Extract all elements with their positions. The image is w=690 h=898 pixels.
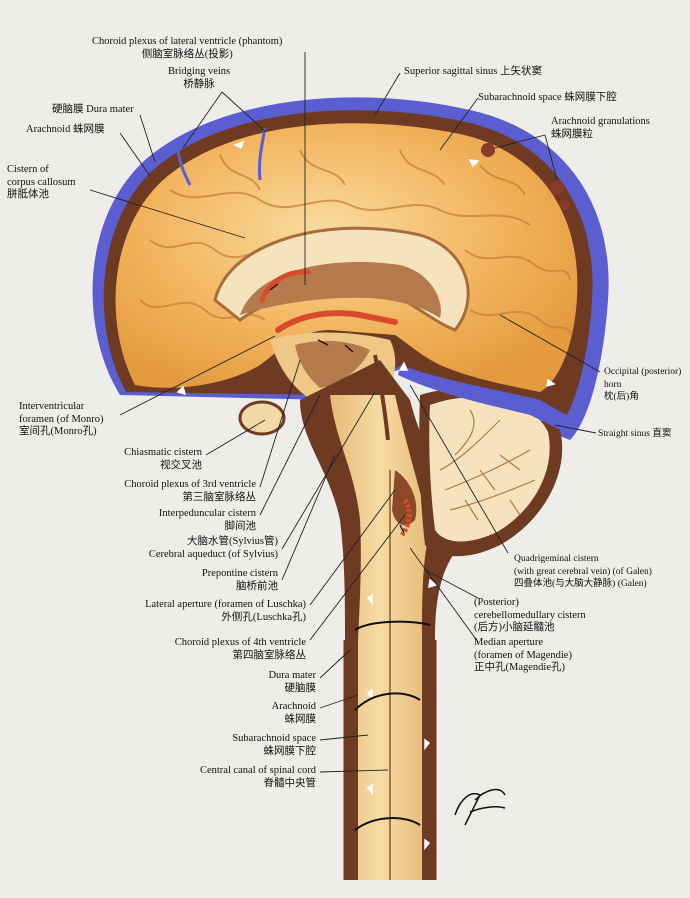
label-arachnoid-top: Arachnoid 蛛网膜: [26, 124, 105, 135]
label-straight-sinus: Straight sinus 直窦: [598, 429, 672, 439]
spinal-arc-lines: [354, 620, 431, 831]
label-lateral-aperture: Lateral aperture (foramen of Luschka)外侧孔…: [145, 599, 306, 623]
flow-arrows: [176, 140, 556, 851]
cerebellum-folia: [439, 409, 536, 521]
cerebellum: [429, 397, 550, 542]
gyri: [139, 149, 573, 336]
label-median-aperture: Median aperture(foramen of Magendie)正中孔(…: [474, 637, 572, 673]
choroid-plexus-3rd: [275, 310, 398, 333]
label-dura-mater-top: 硬脑膜 Dura mater: [52, 104, 134, 115]
pituitary: [238, 400, 286, 436]
label-choroid-lateral: Choroid plexus of lateral ventricle (pha…: [92, 36, 283, 60]
straight-sinus: [398, 365, 577, 433]
label-aqueduct: 大脑水管(Sylvius管)Cerebral aqueduct (of Sylv…: [148, 536, 278, 560]
arachnoid-granulations: [481, 143, 570, 210]
third-ventricle: [295, 340, 370, 388]
bridging-veins: [176, 127, 267, 186]
label-subarachnoid-top: Subarachnoid space 蛛网膜下腔: [478, 92, 617, 103]
label-superior-sagittal: Superior sagittal sinus 上矢状窦: [404, 66, 542, 77]
cerebral-aqueduct: [373, 354, 390, 441]
ventricle-arrows: [269, 283, 405, 534]
choroid-plexus-lateral: [259, 269, 313, 303]
label-posterior-cerebello: (Posterior)cerebellomedullary cistern(后方…: [474, 597, 586, 633]
label-quadrigeminal: Quadrigeminal cistern(with great cerebra…: [514, 554, 652, 589]
leader-lines: [89, 52, 601, 773]
artist-signature-mark: [454, 788, 506, 826]
